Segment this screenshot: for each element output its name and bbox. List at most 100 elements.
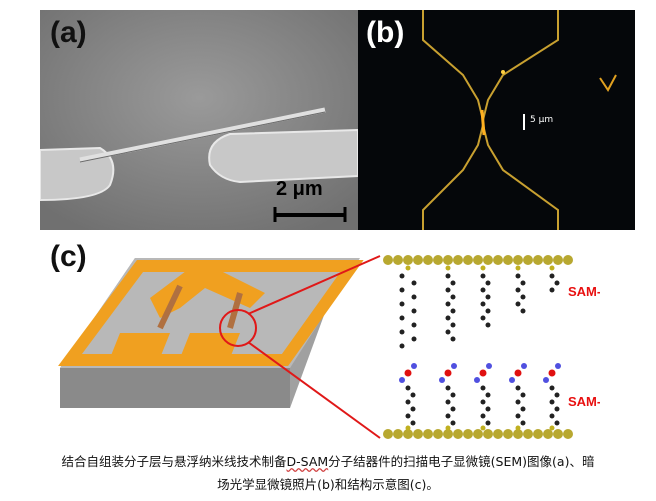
atom (521, 363, 527, 369)
caption-text: 结合自组装分子层与悬浮纳米线技术制备 (61, 454, 287, 469)
scale-bar-a-label: 2 μm (276, 178, 323, 200)
atom (444, 369, 452, 377)
atom (474, 377, 480, 383)
atom (515, 425, 521, 431)
atom (473, 255, 483, 265)
atom (515, 413, 521, 419)
atom (554, 420, 560, 426)
atom (411, 322, 417, 328)
atom (450, 308, 456, 314)
atom (453, 255, 463, 265)
atom (554, 280, 560, 286)
atom (445, 301, 451, 307)
atom (463, 429, 473, 439)
atom (515, 385, 521, 391)
atom (383, 429, 393, 439)
atom (405, 385, 411, 391)
caption-term: D-SAM (286, 454, 329, 469)
atom (399, 377, 405, 383)
atom (450, 280, 456, 286)
atom (453, 429, 463, 439)
atom (485, 420, 491, 426)
atom (485, 308, 491, 314)
atom (450, 406, 456, 412)
atom (443, 429, 453, 439)
atom (404, 369, 412, 377)
atom (503, 255, 513, 265)
atom (411, 294, 417, 300)
atom (451, 363, 457, 369)
atom (520, 392, 526, 398)
atom (445, 399, 451, 405)
atom (543, 377, 549, 383)
atom (483, 429, 493, 439)
atom (399, 343, 405, 349)
darkfield-image (422, 10, 617, 230)
atom (405, 413, 411, 419)
atom (399, 315, 405, 321)
atom (473, 429, 483, 439)
atom (533, 255, 543, 265)
atom (443, 255, 453, 265)
atom (515, 273, 521, 279)
atom (445, 425, 451, 431)
atom (513, 255, 523, 265)
atom (543, 429, 553, 439)
atom (553, 429, 563, 439)
atom (554, 392, 560, 398)
atom (423, 429, 433, 439)
atom (520, 280, 526, 286)
atom (485, 280, 491, 286)
sam1-label: SAM-1 (568, 394, 600, 409)
caption-line-2: 场光学显微镜照片(b)和结构示意图(c)。 (217, 477, 439, 492)
atom (439, 377, 445, 383)
atom (399, 287, 405, 293)
atom (514, 369, 522, 377)
atom (480, 425, 486, 431)
atom (410, 406, 416, 412)
atom (480, 399, 486, 405)
device-schematic-panel-c: SAM-2 SAM-1 (58, 255, 600, 439)
atom (480, 301, 486, 307)
darkfield-image-panel-b: (b) 5 μm (358, 10, 635, 230)
atom (483, 255, 493, 265)
atom (450, 392, 456, 398)
atom (480, 265, 486, 271)
atom (533, 429, 543, 439)
atom (445, 385, 451, 391)
atom (555, 363, 561, 369)
atom (515, 399, 521, 405)
atom (503, 429, 513, 439)
atom (411, 336, 417, 342)
atom (410, 420, 416, 426)
atom (411, 280, 417, 286)
atom (480, 287, 486, 293)
atom (450, 294, 456, 300)
atom (554, 406, 560, 412)
sem-image (40, 10, 358, 230)
atom (549, 425, 555, 431)
atom (393, 255, 403, 265)
atom (549, 413, 555, 419)
atom (513, 429, 523, 439)
atom (479, 369, 487, 377)
atom (543, 255, 553, 265)
atom (563, 429, 573, 439)
atom (515, 287, 521, 293)
atom (411, 363, 417, 369)
atom (553, 255, 563, 265)
atom (405, 425, 411, 431)
atom (548, 369, 556, 377)
panel-b-label: (b) (366, 16, 405, 49)
atom (523, 429, 533, 439)
atom (520, 308, 526, 314)
atom (515, 301, 521, 307)
atom (410, 392, 416, 398)
atom (399, 273, 405, 279)
atom (485, 406, 491, 412)
atom (549, 385, 555, 391)
atom (523, 255, 533, 265)
atom (403, 255, 413, 265)
atom (520, 420, 526, 426)
atom (486, 363, 492, 369)
